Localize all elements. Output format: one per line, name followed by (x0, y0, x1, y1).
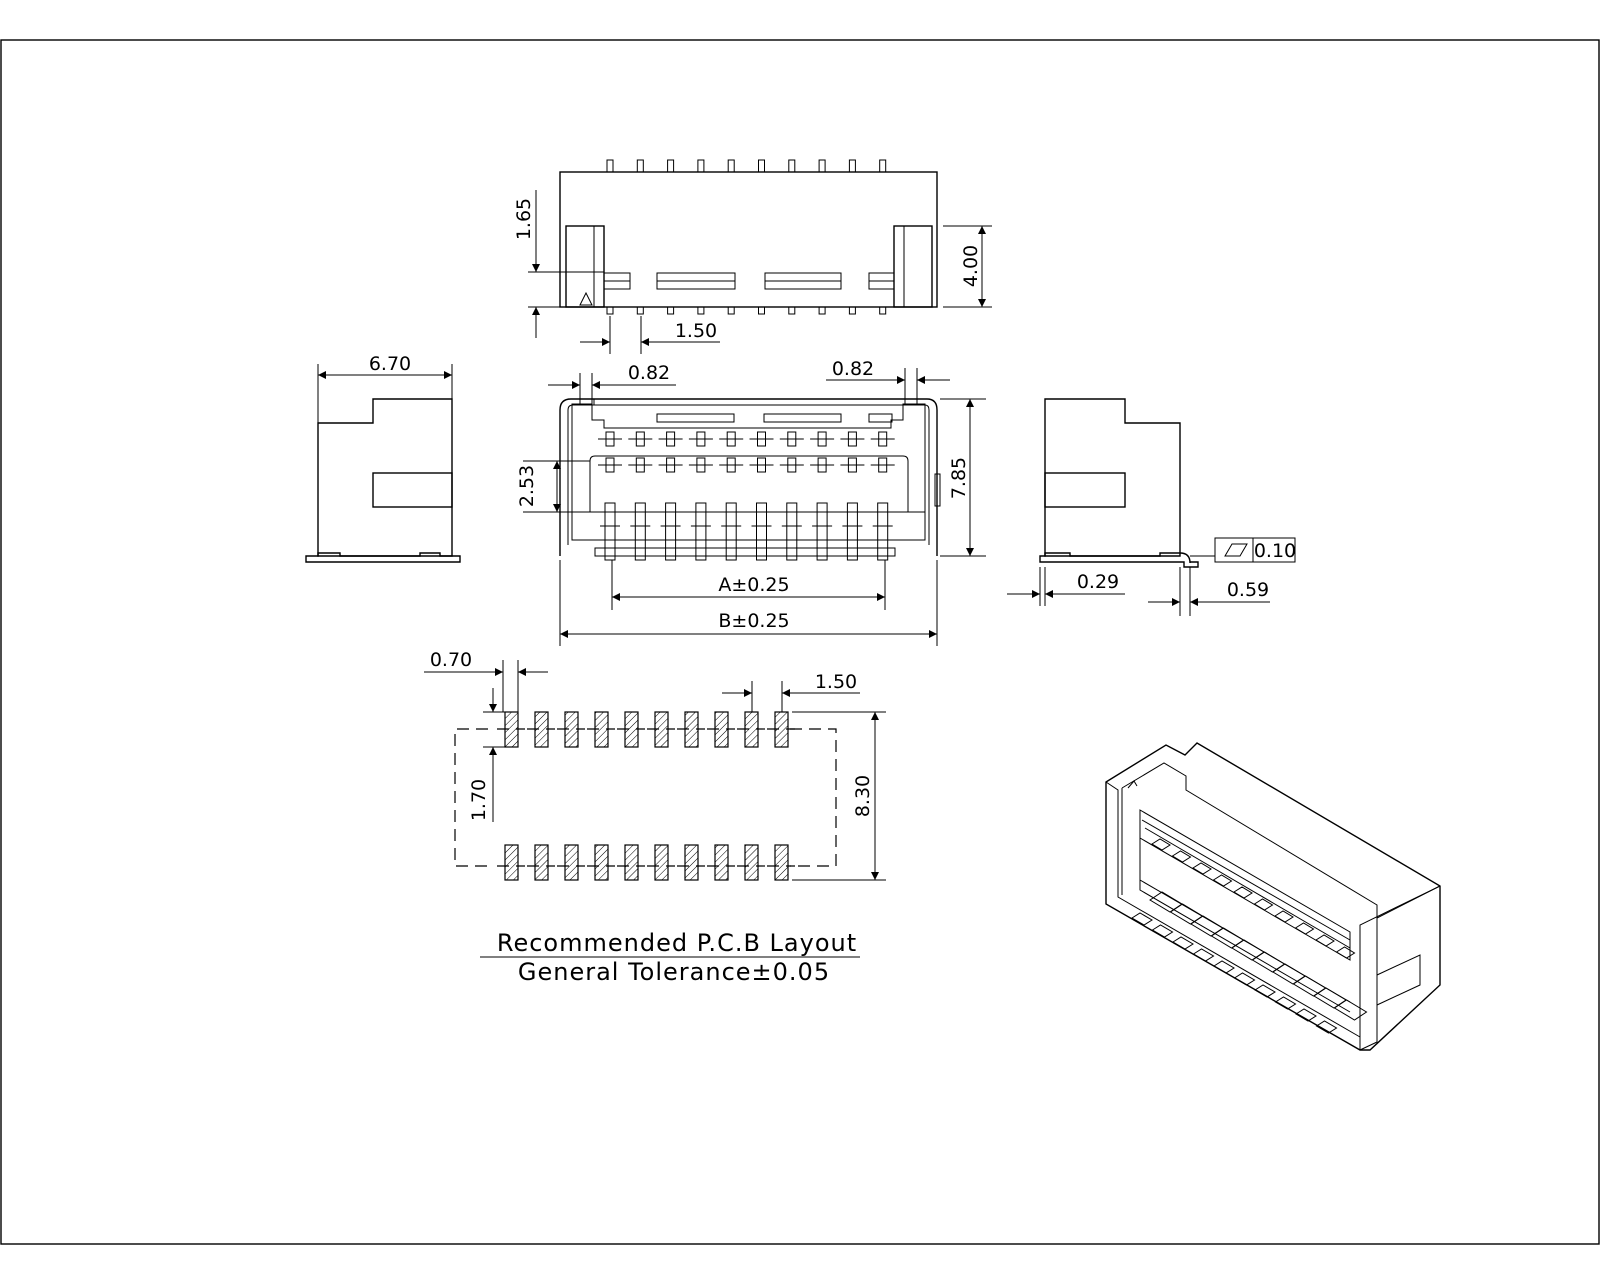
pcb-pad (684, 844, 699, 881)
isometric-view (1105, 742, 1441, 1051)
front-contact (877, 502, 889, 561)
pcb-pad (534, 844, 549, 881)
front-contact (756, 502, 767, 561)
front-contact (816, 502, 828, 561)
top-pin (788, 306, 796, 315)
pcb-layout: 0.70 1.50 1.70 8.30 Recommended P.C.B La… (424, 649, 886, 986)
iso-top-pin (1192, 862, 1212, 875)
dim-front-offset-right: 0.82 (832, 358, 874, 380)
top-view: 1.65 4.00 1.50 (513, 159, 992, 354)
pcb-pad (624, 844, 639, 881)
iso-contact (1333, 999, 1368, 1021)
top-pin (758, 306, 765, 315)
right-side-view: 0.10 0.29 0.59 (1007, 398, 1296, 616)
iso-top-pin (1274, 910, 1294, 923)
dim-side-lead: 0.59 (1227, 579, 1269, 601)
top-pin (606, 306, 614, 315)
iso-contact (1313, 987, 1347, 1009)
dim-pcb-pad-len: 1.70 (468, 779, 490, 821)
dim-front-depth: 7.85 (948, 457, 970, 499)
front-contact (695, 502, 707, 561)
front-contact (725, 502, 737, 561)
iso-top-pin (1151, 838, 1171, 851)
pcb-pad (594, 844, 609, 881)
top-pin (636, 306, 644, 315)
iso-lead (1151, 924, 1174, 938)
top-pin (848, 159, 856, 173)
iso-lead (1172, 936, 1194, 950)
tolerance-note: General Tolerance±0.05 (518, 958, 830, 986)
iso-lead (1131, 912, 1153, 926)
top-pin (606, 159, 614, 173)
dim-front-offset-left: 0.82 (628, 362, 670, 384)
top-pin (727, 159, 735, 173)
front-contact (665, 502, 677, 561)
front-view: 0.82 0.82 2.53 7.85 A±0.25 B±0.25 (516, 358, 986, 646)
iso-lead (1233, 972, 1256, 986)
front-contact (846, 502, 858, 561)
layout-title: Recommended P.C.B Layout (497, 929, 857, 957)
top-pin (879, 306, 887, 315)
dim-top-height-165: 1.65 (513, 198, 535, 240)
drawing-frame (0, 39, 1600, 1245)
top-pin (697, 306, 705, 315)
iso-lead (1254, 984, 1276, 998)
iso-lead (1274, 996, 1297, 1010)
pcb-pad (654, 844, 669, 881)
top-pin (727, 306, 735, 315)
dim-a: A±0.25 (718, 574, 789, 596)
iso-top-pin (1335, 946, 1356, 959)
dim-top-height-400: 4.00 (960, 245, 982, 287)
flatness-value: 0.10 (1254, 540, 1296, 562)
top-pin (667, 306, 675, 315)
iso-top-pin (1233, 886, 1253, 899)
pcb-pad (564, 844, 579, 881)
dim-b: B±0.25 (718, 610, 789, 632)
iso-lead (1295, 1008, 1317, 1022)
top-pin (879, 159, 887, 173)
top-pin (697, 159, 705, 173)
iso-top-pin (1253, 898, 1274, 911)
front-contact (604, 502, 616, 561)
top-pin (788, 159, 796, 173)
top-pin (667, 159, 675, 173)
iso-top-pin (1315, 934, 1335, 947)
top-pin (818, 306, 826, 315)
dim-pcb-pitch: 1.50 (815, 671, 857, 693)
iso-lead (1213, 960, 1235, 974)
pcb-pad (714, 844, 729, 881)
iso-top-pin (1171, 850, 1192, 863)
top-pin (848, 306, 856, 315)
top-pin (636, 159, 644, 173)
dim-side-foot: 0.29 (1077, 571, 1119, 593)
dim-pcb-pad-width: 0.70 (430, 649, 472, 671)
iso-lead (1192, 948, 1215, 962)
front-contact (786, 502, 798, 561)
pcb-pad (774, 844, 789, 881)
front-contact (634, 502, 646, 561)
iso-top-pin (1294, 922, 1315, 935)
dim-top-pitch: 1.50 (675, 320, 717, 342)
pcb-pad (744, 844, 759, 881)
iso-top-pin (1212, 874, 1233, 887)
dim-pcb-span: 8.30 (852, 775, 874, 817)
pcb-pad (504, 844, 519, 881)
top-pin (758, 159, 765, 173)
dim-front-row-gap: 2.53 (516, 465, 538, 507)
dim-side-width: 6.70 (369, 353, 411, 375)
iso-lead (1315, 1020, 1338, 1034)
left-side-view: 6.70 (305, 353, 461, 563)
top-pin (818, 159, 826, 173)
